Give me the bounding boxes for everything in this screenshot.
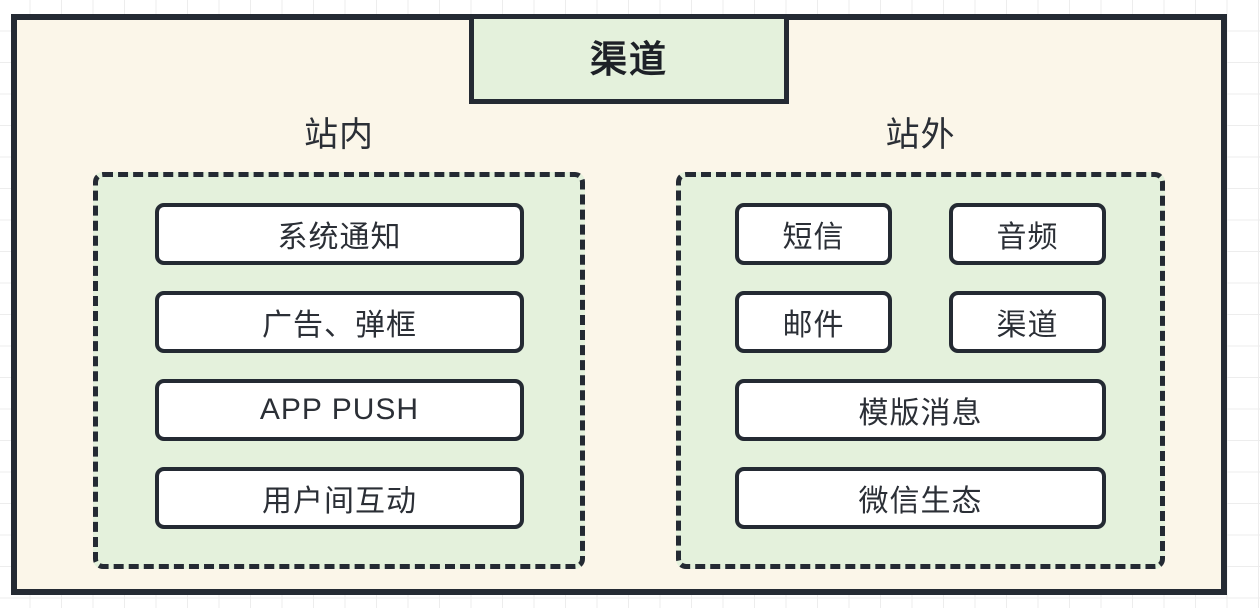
group-inside-heading: 站内 [304, 116, 374, 154]
item-channel[interactable]: 渠道 [949, 291, 1106, 353]
item-user-interaction[interactable]: 用户间互动 [155, 467, 524, 529]
group-inside: 站内 系统通知 广告、弹框 APP PUSH 用户间互动 [93, 118, 585, 569]
item-app-push[interactable]: APP PUSH [155, 379, 524, 441]
group-outside: 站外 短信 音频 邮件 渠道 模版消息 微信生态 [676, 118, 1165, 569]
item-row-1: 短信 音频 [735, 203, 1106, 265]
item-wechat-ecosystem[interactable]: 微信生态 [735, 467, 1106, 529]
page-title: 渠道 [590, 38, 668, 80]
item-sms[interactable]: 短信 [735, 203, 892, 265]
group-outside-body: 短信 音频 邮件 渠道 模版消息 微信生态 [676, 172, 1165, 569]
item-row-2: 邮件 渠道 [735, 291, 1106, 353]
item-template-message[interactable]: 模版消息 [735, 379, 1106, 441]
item-audio[interactable]: 音频 [949, 203, 1106, 265]
diagram-title-chip: 渠道 [469, 14, 789, 104]
group-inside-body: 系统通知 广告、弹框 APP PUSH 用户间互动 [93, 172, 585, 569]
item-ad-popup[interactable]: 广告、弹框 [155, 291, 524, 353]
item-system-notification[interactable]: 系统通知 [155, 203, 524, 265]
group-outside-heading: 站外 [885, 116, 956, 154]
item-email[interactable]: 邮件 [735, 291, 892, 353]
